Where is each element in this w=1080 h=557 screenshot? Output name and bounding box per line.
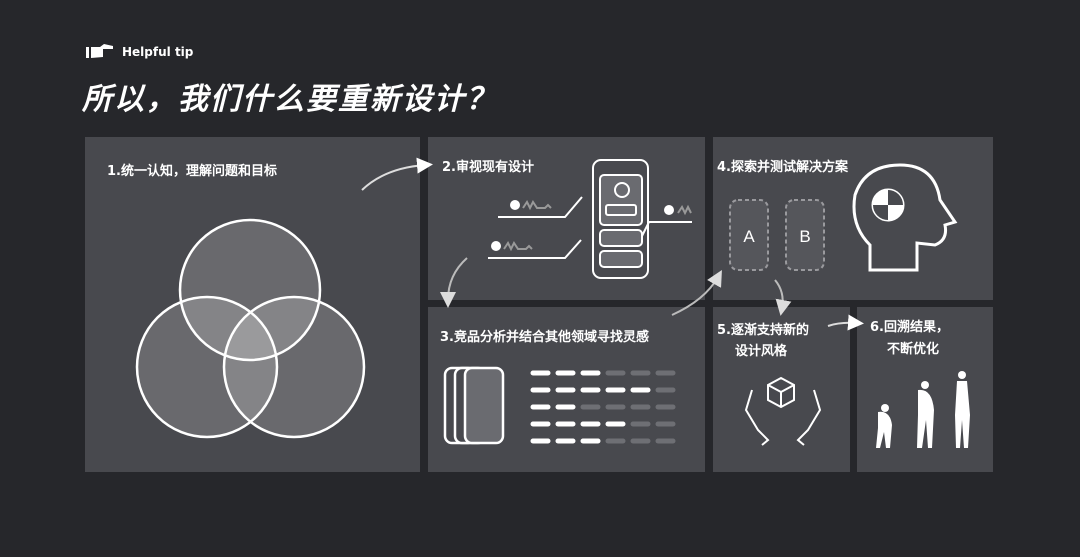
card-stack-icon <box>443 366 505 445</box>
phone-wireframe-icon <box>488 159 692 279</box>
arrow-2-to-3 <box>440 257 468 308</box>
pointing-hand-icon <box>86 44 113 58</box>
step-5-label-line2: 设计风格 <box>735 344 788 359</box>
step-2-label: 2.审视现有设计 <box>442 160 534 175</box>
variant-a-label: A <box>743 227 755 246</box>
evolution-icon <box>876 371 970 448</box>
venn-diagram <box>135 218 366 439</box>
helpful-tip-label: Helpful tip <box>122 45 194 59</box>
hands-holding-box-icon <box>744 376 822 446</box>
page-title: 所以，我们什么要重新设计？ <box>82 82 498 117</box>
arrow-4-to-5 <box>774 279 792 316</box>
panel-step-2 <box>428 137 705 300</box>
comparison-bars <box>530 370 676 444</box>
step-5-label-line1: 5.逐渐支持新的 <box>717 323 809 338</box>
step-4-label: 4.探索并测试解决方案 <box>717 160 848 175</box>
step-6-label-line2: 不断优化 <box>887 342 940 357</box>
step-3-label: 3.竞品分析并结合其他领域寻找灵感 <box>440 330 649 345</box>
arrow-1-to-2 <box>361 157 433 191</box>
panel-step-5 <box>713 307 850 472</box>
warning-icon <box>491 200 674 251</box>
step-1-label: 1.统一认知，理解问题和目标 <box>107 164 277 179</box>
ab-test-cards <box>729 199 825 271</box>
head-brain-icon <box>852 163 958 272</box>
step-6-label-line1: 6.回溯结果， <box>870 320 949 335</box>
variant-b-label: B <box>799 227 810 246</box>
arrow-5-to-6 <box>827 314 864 331</box>
panel-step-1 <box>85 137 420 472</box>
arrow-3-to-4 <box>671 270 722 316</box>
